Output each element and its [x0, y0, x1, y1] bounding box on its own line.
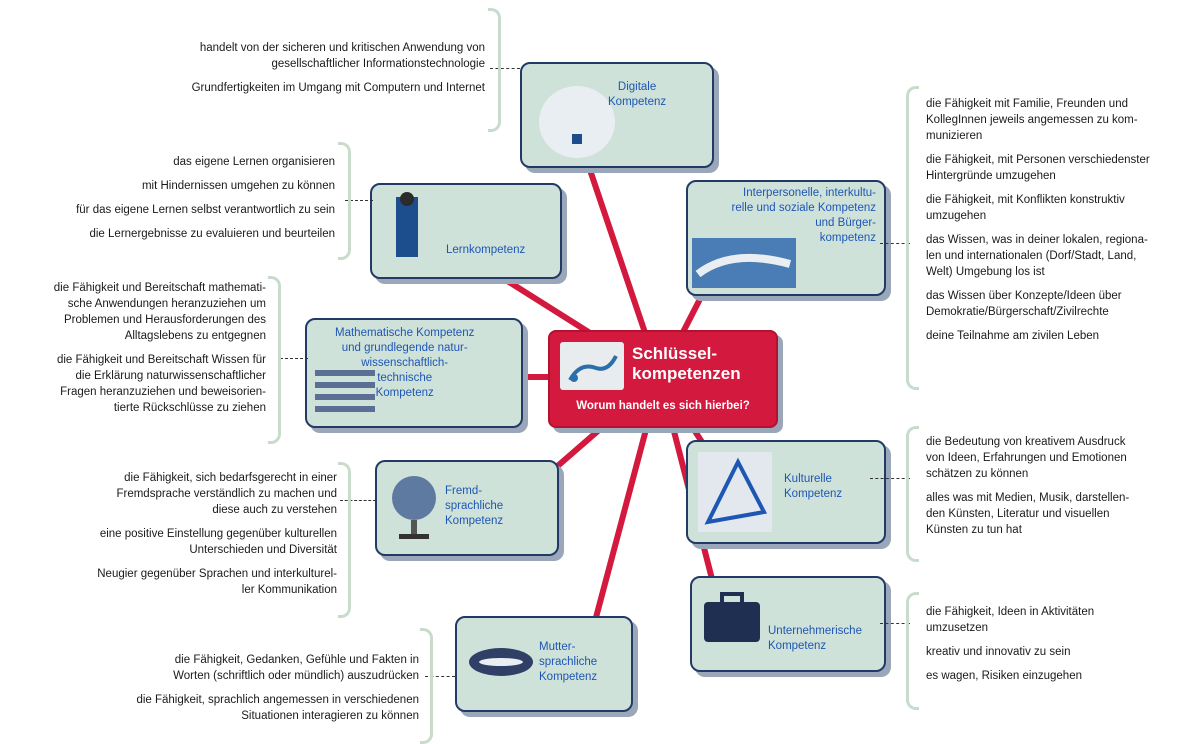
brace-lern — [338, 142, 351, 260]
text-unternehmer: die Fähigkeit, Ideen in Aktivitäten umzu… — [926, 604, 1196, 692]
text-fremd-3: Neugier gegenüber Sprachen und interkult… — [97, 568, 337, 596]
text-inter: die Fähigkeit mit Familie, Freunden und … — [926, 96, 1196, 352]
text-mutter: die Fähigkeit, Gedanken, Gefühle und Fak… — [59, 652, 419, 732]
bars-icon — [313, 366, 383, 418]
node-mutter-title: Mutter- sprachliche Kompetenz — [539, 641, 598, 683]
text-mutter-1: die Fähigkeit, Gedanken, Gefühle und Fak… — [173, 654, 419, 682]
node-math: Mathematische Kompetenz und grundlegende… — [305, 318, 523, 428]
center-title: Schlüssel- kompetenzen — [632, 344, 741, 383]
dash-unternehmer — [880, 623, 910, 624]
node-inter-title: Interpersonelle, interkultu- relle und s… — [731, 187, 876, 244]
text-math: die Fähigkeit und Bereitschaft mathemati… — [2, 280, 266, 424]
text-mutter-2: die Fähigkeit, sprachlich angemessen in … — [136, 694, 419, 722]
text-kultur: die Bedeutung von kreativem Ausdruck von… — [926, 434, 1196, 546]
center-image — [560, 342, 624, 390]
dash-inter — [880, 243, 910, 244]
node-unternehmer: Unternehmerische Kompetenz — [690, 576, 886, 672]
text-fremd: die Fähigkeit, sich bedarfsgerecht in ei… — [37, 470, 337, 606]
text-unternehmer-3: es wagen, Risiken einzugehen — [926, 670, 1082, 682]
brace-unternehmer — [906, 592, 919, 710]
dash-kultur — [870, 478, 910, 479]
text-lern-3: für das eigene Lernen selbst verantwortl… — [76, 204, 335, 216]
brace-math — [268, 276, 281, 444]
node-fremd: Fremd- sprachliche Kompetenz — [375, 460, 559, 556]
text-unternehmer-2: kreativ und innovativ zu sein — [926, 646, 1071, 658]
hands-icon — [692, 238, 796, 288]
node-digital-title: Digitale Kompetenz — [608, 81, 667, 108]
node-lern-title: Lernkompetenz — [446, 244, 526, 256]
brace-mutter — [420, 628, 433, 744]
globe-icon — [387, 470, 441, 546]
node-math-title: Mathematische Kompetenz und grundlegende… — [335, 327, 475, 399]
text-digital-2: Grundfertigkeiten im Umgang mit Computer… — [191, 82, 485, 94]
text-math-1: die Fähigkeit und Bereitschaft mathemati… — [53, 282, 266, 342]
text-unternehmer-1: die Fähigkeit, Ideen in Aktivitäten umzu… — [926, 606, 1095, 634]
brace-kultur — [906, 426, 919, 562]
node-digital: Digitale Kompetenz — [520, 62, 714, 168]
mouse-icon — [532, 72, 622, 160]
brace-inter — [906, 86, 919, 390]
node-lern: Lernkompetenz — [370, 183, 562, 279]
center-subtitle: Worum handelt es sich hierbei? — [576, 400, 750, 412]
brace-digital — [488, 8, 501, 132]
text-fremd-2: eine positive Einstellung gegenüber kult… — [99, 528, 337, 556]
text-inter-4: das Wissen, was in deiner lokalen, regio… — [926, 234, 1148, 278]
dash-mutter — [425, 676, 455, 677]
text-inter-1: die Fähigkeit mit Familie, Freunden und … — [926, 98, 1138, 142]
lips-icon — [465, 640, 537, 684]
text-lern-4: die Lernergebnisse zu evaluieren und beu… — [89, 228, 335, 240]
node-kultur-title: Kulturelle Kompetenz — [784, 473, 843, 500]
text-inter-3: die Fähigkeit, mit Konflikten konstrukti… — [926, 194, 1125, 222]
node-kultur: Kulturelle Kompetenz — [686, 440, 886, 544]
center-node: Schlüssel- kompetenzen Worum handelt es … — [548, 330, 778, 428]
node-fremd-title: Fremd- sprachliche Kompetenz — [445, 485, 504, 527]
text-kultur-2: alles was mit Medien, Musik, darstellen-… — [926, 492, 1130, 536]
dash-math — [280, 358, 308, 359]
node-mutter: Mutter- sprachliche Kompetenz — [455, 616, 633, 712]
text-lern-1: das eigene Lernen organisieren — [173, 156, 335, 168]
text-lern: das eigene Lernen organisieren mit Hinde… — [5, 154, 335, 250]
node-unternehmer-title: Unternehmerische Kompetenz — [768, 625, 862, 652]
dash-fremd — [340, 500, 376, 501]
text-inter-5: das Wissen über Konzepte/Ideen über Demo… — [926, 290, 1122, 318]
dash-lern — [345, 200, 373, 201]
ladder-figure-icon — [380, 191, 436, 271]
briefcase-icon — [700, 588, 764, 648]
triangle-art-icon — [698, 452, 772, 532]
text-inter-6: deine Teilnahme am zivilen Leben — [926, 330, 1100, 342]
text-kultur-1: die Bedeutung von kreativem Ausdruck von… — [926, 436, 1127, 480]
text-digital-1: handelt von der sicheren und kritischen … — [199, 42, 485, 70]
brace-fremd — [338, 462, 351, 618]
text-math-2: die Fähigkeit und Bereitschaft Wissen fü… — [56, 354, 266, 414]
text-digital: handelt von der sicheren und kritischen … — [65, 40, 485, 104]
text-inter-2: die Fähigkeit, mit Personen verschiedens… — [926, 154, 1150, 182]
dash-digital — [490, 68, 520, 69]
text-fremd-1: die Fähigkeit, sich bedarfsgerecht in ei… — [116, 472, 337, 516]
text-lern-2: mit Hindernissen umgehen zu können — [141, 180, 335, 192]
node-inter: Interpersonelle, interkultu- relle und s… — [686, 180, 886, 296]
